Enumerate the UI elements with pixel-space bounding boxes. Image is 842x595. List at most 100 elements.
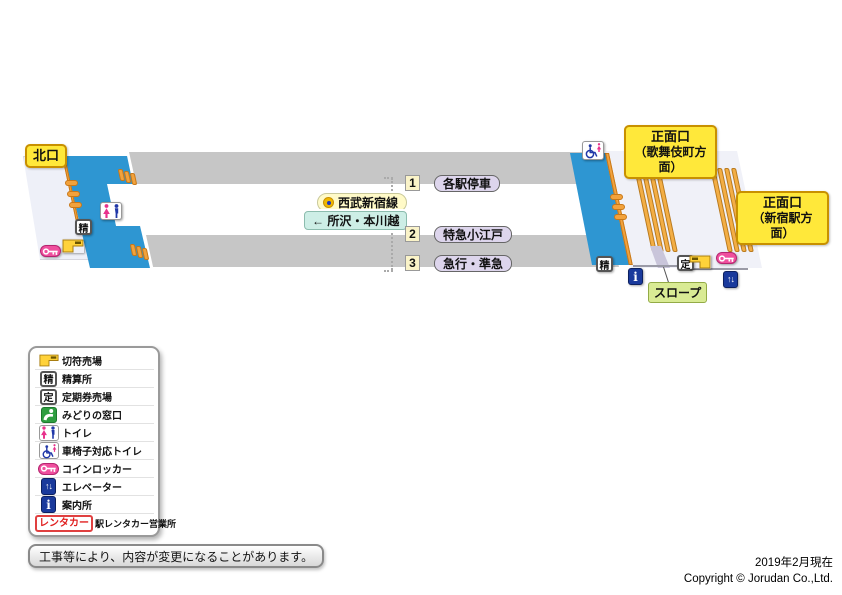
platform-2-number: 2 <box>405 226 420 242</box>
information-char: i <box>46 497 51 512</box>
copyright: Copyright © Jorudan Co.,Ltd. <box>683 572 833 585</box>
legend-row-information: i 案内所 <box>35 496 154 514</box>
platform-1-number-text: 1 <box>409 176 416 190</box>
fare-adjustment-char: 精 <box>599 260 610 272</box>
north-exit-text: 北口 <box>33 148 60 163</box>
legend-label: 精算所 <box>62 375 92 386</box>
toilet-icon <box>35 424 62 441</box>
elevator-glyph: ↑↓ <box>727 274 735 284</box>
ticket-gate-icon <box>65 180 78 186</box>
wheelchair-toilet-icon <box>582 141 604 160</box>
car-guide-dotted-line <box>384 270 393 272</box>
coin-locker-icon <box>40 245 61 257</box>
platform-2-service: 特急小江戸 <box>434 226 513 243</box>
car-guide-dotted-line <box>384 177 393 179</box>
commuter-pass-char: 定 <box>680 259 691 271</box>
front-exit-shinjuku-line1: 正面口 <box>762 195 802 210</box>
front-exit-kabukicho-line2: （歌舞伎町方面） <box>634 145 707 175</box>
slope-label-text: スロープ <box>654 286 702 300</box>
platform-2-number-text: 2 <box>409 227 416 241</box>
footer: 2019年2月現在 Copyright © Jorudan Co.,Ltd. <box>684 556 833 587</box>
legend-label: 駅レンタカー営業所 <box>95 518 177 529</box>
rentacar-text: レンタカー <box>35 514 93 532</box>
platform-1-service-text: 各駅停車 <box>443 177 492 191</box>
seibu-line-dot-icon <box>323 197 334 208</box>
ticket-gate-icon <box>614 214 627 220</box>
fare-adjustment-char: 精 <box>40 370 57 387</box>
ticket-gate-icon <box>69 202 82 208</box>
information-icon: i <box>628 268 643 285</box>
elevator-icon: ↑↓ <box>35 478 62 495</box>
legend-row-rentacar: レンタカー 駅レンタカー営業所 <box>35 514 176 532</box>
female-figure-icon <box>102 204 110 218</box>
legend-label: 定期券売場 <box>62 393 112 404</box>
slope-label: スロープ <box>648 282 708 303</box>
fare-adjustment-icon: 精 <box>35 370 62 387</box>
legend-label: みどりの窓口 <box>62 411 122 422</box>
north-exit-label: 北口 <box>25 144 68 169</box>
elevator-icon: ↑↓ <box>723 271 738 288</box>
legend-label: コインロッカー <box>62 465 132 476</box>
direction-text: ← 所沢・本川越 <box>312 214 400 228</box>
rentacar-icon: レンタカー <box>35 514 93 532</box>
front-exit-shinjuku-line2: （新宿駅方面） <box>752 211 813 241</box>
direction-pill: ← 所沢・本川越 <box>304 211 408 230</box>
platform-3-service-text: 急行・準急 <box>443 257 504 271</box>
line-name-text: 西武新宿線 <box>338 196 399 210</box>
legend-label: 切符売場 <box>62 357 102 368</box>
platform-2-3-band <box>146 235 619 267</box>
legend-label: トイレ <box>62 429 92 440</box>
map-date: 2019年2月現在 <box>755 557 833 569</box>
midori-window-icon <box>35 406 62 423</box>
ticket-machine-icon <box>689 255 711 269</box>
construction-notice: 工事等により、内容が変更になることがあります。 <box>28 544 325 568</box>
front-exit-shinjuku-label: 正面口 （新宿駅方面） <box>736 191 829 246</box>
commuter-pass-icon: 定 <box>35 388 62 405</box>
legend-row-commuter-pass: 定 定期券売場 <box>35 388 154 406</box>
legend-row-elevator: ↑↓ エレベーター <box>35 478 154 496</box>
concourse-edge-line <box>633 265 679 267</box>
platform-3-number: 3 <box>405 255 420 271</box>
legend-row-toilet: トイレ <box>35 424 154 442</box>
station-map: 北口 正面口 （歌舞伎町方面） 正面口 （新宿駅方面） 西武新宿線 ← 所沢・本… <box>23 125 829 303</box>
toilet-icon <box>100 202 122 220</box>
platform-3-number-text: 3 <box>409 256 416 270</box>
fare-adjustment-icon: 精 <box>75 219 92 235</box>
legend-panel: 切符売場 精 精算所 定 定期券売場 みどりの窓口 トイレ <box>28 346 176 537</box>
legend-row-coin-locker: コインロッカー <box>35 460 154 478</box>
elevator-glyph: ↑↓ <box>45 481 53 491</box>
front-exit-kabukicho-label: 正面口 （歌舞伎町方面） <box>624 125 717 180</box>
legend-row-ticket-office: 切符売場 <box>35 352 154 370</box>
fare-adjustment-icon: 精 <box>596 256 613 272</box>
ticket-gate-icon <box>612 204 625 210</box>
legend-label: 案内所 <box>62 501 92 512</box>
wheelchair-toilet-icon <box>35 442 62 459</box>
legend-label: 車椅子対応トイレ <box>62 447 142 458</box>
front-exit-kabukicho-line1: 正面口 <box>650 129 690 144</box>
legend-row-midori-window: みどりの窓口 <box>35 406 154 424</box>
platform-3-service: 急行・準急 <box>434 255 513 272</box>
female-figure-icon <box>596 143 602 152</box>
ticket-machine-icon <box>62 239 84 253</box>
information-icon: i <box>35 496 62 513</box>
coin-locker-icon <box>35 462 62 475</box>
ticket-gate-icon <box>67 191 80 197</box>
slope-pointer-line <box>663 266 669 283</box>
information-char: i <box>633 269 638 284</box>
legend-row-fare-adjustment: 精 精算所 <box>35 370 154 388</box>
ticket-gate-icon <box>610 194 623 200</box>
coin-locker-icon <box>716 252 737 264</box>
legend-label: エレベーター <box>62 483 122 494</box>
ticket-machine-icon <box>35 354 62 367</box>
concourse-edge-line <box>678 268 748 270</box>
line-name-pill: 西武新宿線 <box>317 193 408 212</box>
platform-1-service: 各駅停車 <box>434 175 501 192</box>
commuter-pass-char: 定 <box>40 388 57 405</box>
platform-2-service-text: 特急小江戸 <box>443 228 504 242</box>
legend-row-wheelchair-toilet: 車椅子対応トイレ <box>35 442 154 460</box>
male-figure-icon <box>114 204 118 218</box>
construction-notice-text: 工事等により、内容が変更になることがあります。 <box>39 549 314 564</box>
fare-adjustment-char: 精 <box>78 223 89 235</box>
platform-1-number: 1 <box>405 175 420 191</box>
